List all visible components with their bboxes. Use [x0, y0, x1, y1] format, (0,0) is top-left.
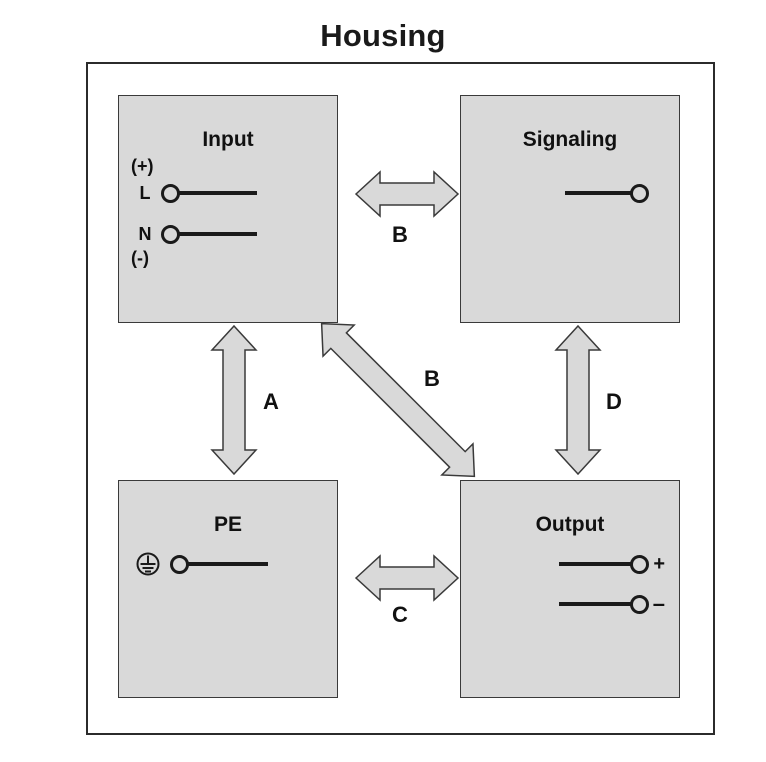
input-negative-annotation: (-)	[131, 248, 149, 268]
wire-line	[558, 602, 631, 606]
protective-earth-icon	[136, 552, 160, 576]
input-terminal-l[interactable]: L	[135, 180, 257, 206]
block-output-title: Output	[535, 513, 605, 536]
arrow-a-input-pe	[208, 324, 260, 476]
wire-line	[179, 191, 257, 195]
output-terminal-negative[interactable]: –	[558, 591, 665, 617]
output-negative-label: –	[652, 591, 665, 616]
wire-line	[188, 562, 268, 566]
terminal-dot-icon	[161, 183, 180, 203]
arrow-c-pe-output	[354, 552, 460, 604]
wire-line	[565, 191, 631, 195]
output-positive-label: +	[653, 553, 665, 575]
arrow-c-pe-output-label: C	[392, 602, 408, 627]
input-terminal-n[interactable]: N	[135, 221, 257, 247]
block-input-title: Input	[202, 128, 254, 151]
block-signaling[interactable]: Signaling	[460, 95, 680, 323]
pe-terminal[interactable]	[135, 551, 268, 577]
page-title: Housing	[320, 18, 446, 53]
terminal-dot-icon	[630, 183, 649, 203]
block-pe-title: PE	[213, 513, 242, 536]
arrow-b-input-signaling-label: B	[392, 222, 408, 247]
arrow-b-input-signaling	[354, 168, 460, 220]
input-positive-annotation: (+)	[131, 156, 154, 176]
arrow-b-input-output-label: B	[424, 366, 440, 391]
arrow-d-signaling-output	[552, 324, 604, 476]
terminal-dot-icon	[170, 554, 189, 574]
terminal-dot-icon	[630, 554, 650, 574]
input-terminal-n-label: N	[138, 224, 152, 244]
input-terminal-l-label: L	[139, 183, 151, 203]
wire-line	[179, 232, 257, 236]
terminal-dot-icon	[161, 224, 180, 244]
block-signaling-title: Signaling	[522, 128, 618, 151]
wire-line	[559, 562, 632, 566]
terminal-dot-icon	[629, 594, 649, 614]
signaling-terminal[interactable]	[565, 180, 649, 206]
block-pe[interactable]: PE	[118, 480, 338, 698]
arrow-b-input-output	[318, 320, 478, 480]
block-output[interactable]: Output + –	[460, 480, 680, 698]
arrow-a-input-pe-label: A	[263, 389, 279, 414]
block-input[interactable]: Input (+) L N (-)	[118, 95, 338, 323]
arrow-d-signaling-output-label: D	[606, 389, 622, 414]
output-terminal-positive[interactable]: +	[559, 551, 665, 577]
